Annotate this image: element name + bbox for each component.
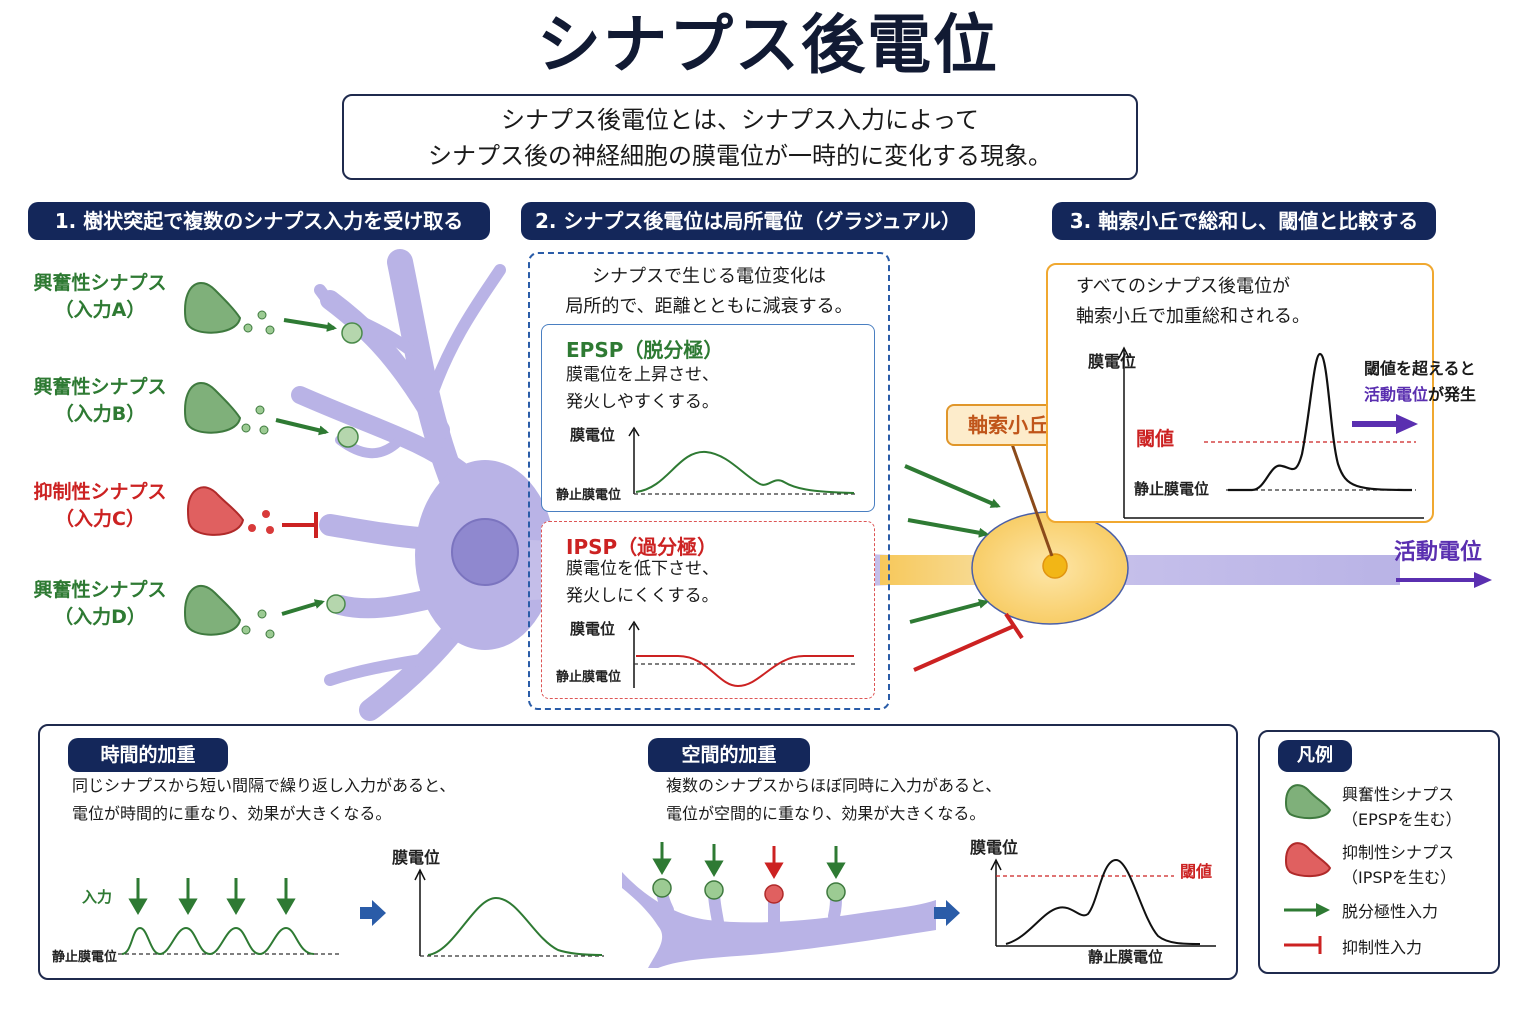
temporal-baseline-label: 静止膜電位 [52,950,118,965]
spatial-threshold-label: 閾値 [1180,862,1213,881]
epsp-box [541,324,875,512]
step-3-pill: 3. 軸索小丘で総和し、閾値と比較する [1052,202,1436,240]
postsynaptic-spines [326,322,363,614]
panel2-intro: シナプスで生じる電位変化は局所的で、距離とともに減衰する。 [565,266,853,317]
legend-title: 凡例 [1278,740,1352,772]
panel3-baseline-label: 静止膜電位 [1134,480,1210,498]
epsp-graph [628,426,856,495]
arrow-to-hillock-2 [907,518,989,538]
presynaptic-terminal-b [183,381,269,435]
spatial-result-arrow [934,900,960,926]
step-1-pill: 1. 樹状突起で複数のシナプス入力を受け取る [28,202,490,240]
action-potential-label: 活動電位 [1394,540,1483,565]
temporal-result-graph [414,868,604,957]
ipsp-title: IPSP（過分極） [566,535,718,559]
inhibitory-to-hillock-bar [1004,612,1024,640]
inhibitory-to-hillock [913,624,1015,672]
spatial-dendrite-illustration [622,842,936,968]
temporal-input-graph [118,878,342,956]
legend-inhibitory-input-label: 抑制性入力 [1342,938,1423,957]
arrow-input-d [281,599,325,616]
definition-box: シナプス後電位とは、シナプス入力によって シナプス後の神経細胞の膜電位が一時的に… [342,94,1138,180]
panel3-ap-arrow [1352,414,1418,434]
synapse-label-c: 抑制性シナプス（入力C） [33,481,167,530]
spatial-result-graph [990,858,1216,947]
panel3-note: 閾値を超えると 活動電位が発生 [1364,359,1477,404]
summation-types-panel [38,724,1238,980]
spatial-desc: 複数のシナプスからほぼ同時に入力があると、電位が空間的に重なり、効果が大きくなる… [666,776,1002,823]
epsp-ylabel: 膜電位 [570,426,616,444]
ipsp-box [541,521,875,699]
spatial-baseline-label: 静止膜電位 [1088,948,1164,966]
epsp-baseline-label: 静止膜電位 [556,488,622,503]
spatial-ylabel: 膜電位 [970,838,1019,857]
ipsp-ylabel: 膜電位 [570,620,616,638]
arrow-to-hillock-1 [904,464,1001,508]
legend-depolarizing-arrow-icon [1284,903,1330,917]
arrow-input-a [283,318,337,332]
axon [880,555,1400,585]
legend-inhibitory-label: 抑制性シナプス（IPSPを生む） [1342,843,1457,887]
legend-excitatory-label: 興奮性シナプス（EPSPを生む） [1342,785,1462,829]
arrow-to-hillock-3 [909,598,989,624]
definition-line-2: シナプス後の神経細胞の膜電位が一時的に変化する現象。 [428,142,1052,170]
presynaptic-terminal-d [183,585,275,639]
synapse-label-d: 興奮性シナプス（入力D） [33,579,167,628]
temporal-title: 時間的加重 [68,738,228,772]
synapse-label-b: 興奮性シナプス（入力B） [33,376,167,425]
hillock-pointer [1010,443,1054,557]
temporal-result-arrow [360,900,386,926]
spatial-title: 空間的加重 [648,738,810,772]
temporal-input-label: 入力 [82,888,113,906]
ipsp-baseline-label: 静止膜電位 [556,670,622,685]
ipsp-desc: 膜電位を低下させ、発火しにくくする。 [566,559,719,606]
synapse-label-a: 興奮性シナプス（入力A） [33,272,167,321]
local-potential-panel [528,252,890,710]
panel3-threshold-label: 閾値 [1136,428,1175,450]
temporal-desc: 同じシナプスから短い間隔で繰り返し入力があると、電位が時間的に重なり、効果が大き… [72,776,456,823]
temporal-input-arrows [128,878,296,915]
arrow-input-b [275,418,329,436]
hillock-label: 軸索小丘 [946,404,1070,446]
epsp-desc: 膜電位を上昇させ、発火しやすくする。 [566,365,719,412]
temporal-ylabel: 膜電位 [392,848,441,867]
legend-inhibitory-icon [1284,842,1332,878]
definition-line-1: シナプス後電位とは、シナプス入力によって [500,106,980,134]
legend-depolarizing-label: 脱分極性入力 [1342,902,1439,921]
epsp-title: EPSP（脱分極） [566,338,724,362]
panel3-intro: すべてのシナプス後電位が軸索小丘で加重総和される。 [1076,276,1310,327]
legend-inhibitory-input-icon [1284,936,1322,954]
action-potential-graph [1118,346,1424,519]
legend [1258,730,1500,974]
ipsp-graph [628,620,856,688]
nucleus [451,518,519,586]
page-title: シナプス後電位 [537,9,999,83]
hillock-trigger-zone [1042,553,1068,579]
action-potential-arrowhead [1474,572,1492,588]
summation-panel [1046,263,1434,523]
legend-excitatory-icon [1284,784,1332,820]
presynaptic-terminal-a [183,281,275,335]
presynaptic-terminal-c [186,486,274,536]
step-2-pill: 2. シナプス後電位は局所電位（グラジュアル） [521,202,975,240]
